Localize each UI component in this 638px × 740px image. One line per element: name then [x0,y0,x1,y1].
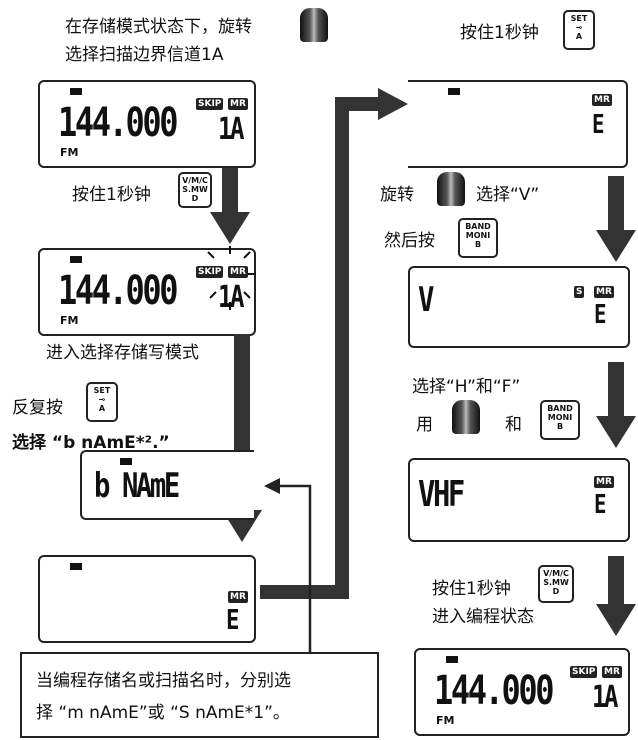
right-step2-text-b: 选择“V” [476,180,539,205]
mr-tag: MR [228,98,248,110]
mr-tag: MR [228,591,248,603]
battery-icon [70,256,82,263]
lcd-channel: 1A [592,680,616,715]
lcd-name-text: b NAmE [94,466,178,506]
lcd-channel: E [592,110,602,140]
lcd-display-3: b NAmE [80,450,254,520]
mr-tag: MR [592,94,612,106]
right-step6-text-2: 进入编程状态 [432,602,534,627]
lcd-mode: FM [60,146,78,159]
battery-icon [448,88,460,95]
lcd-display-r4: 144.000 SKIP MR 1A FM [414,648,630,736]
lcd-channel: 1A [218,112,242,147]
down-arrow-icon [596,362,636,448]
set-key-icon: SET⊸A [86,382,118,422]
dial-knob-icon [437,172,465,206]
lcd-main-text: VHF [418,474,463,515]
battery-icon [446,656,458,663]
lcd-channel: E [594,300,604,330]
lcd-frequency: 144.000 [434,668,552,714]
battery-icon [120,458,132,465]
step4-text-1: 反复按 [12,393,63,418]
right-step6-text-1: 按住1秒钟 [432,574,511,599]
skip-tag: SKIP [196,98,223,110]
step1-text-1: 在存储模式状态下，旋转 [65,12,252,37]
battery-icon [70,563,82,570]
mr-tag: MR [594,286,614,298]
battery-icon [70,88,82,95]
down-arrow-icon [596,556,636,636]
right-step5-text-b: 和 [505,410,522,435]
down-arrow-icon [210,168,250,244]
right-step5-text-a: 用 [416,410,433,435]
mr-tag: MR [594,476,614,488]
lcd-channel: E [226,603,237,636]
down-arrow-icon [596,176,636,262]
set-key-icon: SET⊸A [563,10,595,50]
lcd-display-2: 144.000 SKIP MR 1A FM [38,248,256,336]
mr-tag: MR [602,666,622,678]
step3-text: 进入选择存储写模式 [46,338,199,363]
right-step1-text: 按住1秒钟 [460,18,539,43]
lcd-mode: FM [60,314,78,327]
right-step3-text: 然后按 [384,226,435,251]
step1-text-2: 选择扫描边界信道1A [65,40,223,65]
lcd-display-r2: V S MR E [408,266,630,348]
lcd-channel: E [594,490,604,520]
lcd-display-4: MR E [38,555,256,643]
dial-knob-icon [300,8,328,42]
lcd-main-text: V [418,280,432,320]
note-line-1: 当编程存储名或扫描名时，分别选 [36,666,291,691]
lcd-frequency: 144.000 [58,100,176,146]
skip-tag: SKIP [570,666,597,678]
step2-text: 按住1秒钟 [72,180,151,205]
note-line-2: 择 “m nAmE”或 “S nAmE*1”。 [36,698,290,723]
right-step4-text: 选择“H”和“F” [412,372,520,397]
back-arrow-icon [262,470,322,680]
dial-knob-icon [452,400,480,434]
lcd-display-r1: MR E [408,80,628,168]
lcd-frequency: 144.000 [58,268,176,314]
lcd-display-r3: VHF MR E [408,458,630,542]
s-tag: S [574,286,584,298]
lcd-mode: FM [436,714,454,727]
right-step2-text: 旋转 [380,180,414,205]
lcd-display-1: 144.000 SKIP MR 1A FM [38,80,256,168]
note-box: 当编程存储名或扫描名时，分别选 择 “m nAmE”或 “S nAmE*1”。 [20,652,379,738]
